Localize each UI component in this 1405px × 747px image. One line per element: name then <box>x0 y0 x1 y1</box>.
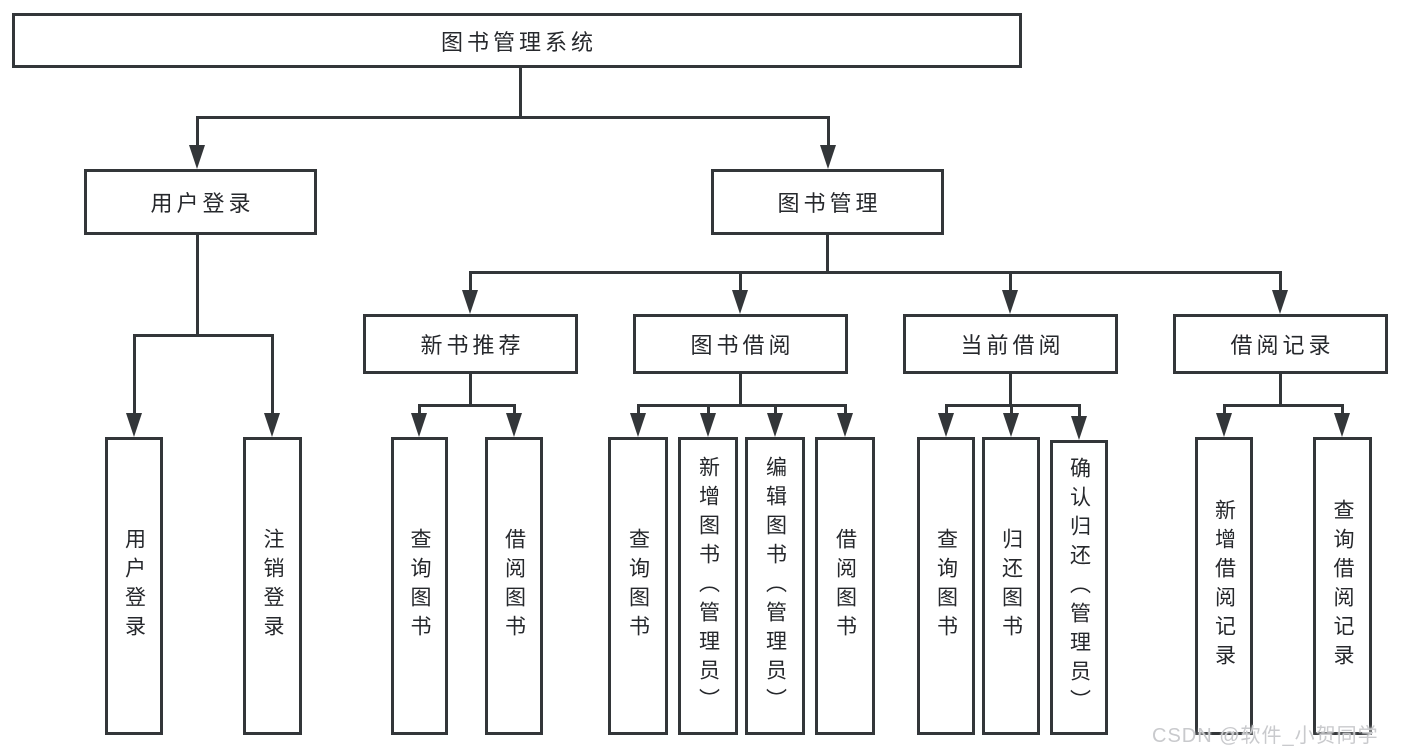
node-label: 新书推荐 <box>420 333 525 358</box>
watermark-csdn: CSDN @软件_小贺同学 <box>1152 725 1379 747</box>
node-label: 图书借阅 <box>690 333 795 358</box>
arrow-down-add-books <box>700 413 716 437</box>
arrow-down-logout <box>264 413 280 437</box>
connector-leaf-stem <box>945 404 948 420</box>
arrow-down-borrow-records <box>1272 290 1288 314</box>
node-label: 查询图书 <box>934 528 958 644</box>
connector-recommend-hline <box>418 404 516 407</box>
node-label: 查询图书 <box>408 528 431 644</box>
connector-leaf-stem <box>1010 404 1013 420</box>
connector-user-login-stem <box>196 116 199 148</box>
connector-leaf-stem <box>1078 404 1081 420</box>
node-label: 查询图书 <box>626 528 650 644</box>
node-borrow-records: 借阅记录 <box>1173 314 1388 374</box>
arrow-down-borrow-borrow <box>837 413 853 437</box>
arrow-down-recommend-query <box>411 413 427 437</box>
arrow-down-current-query <box>938 413 954 437</box>
leaf-recommend-borrow-books: 借阅图书 <box>485 437 543 735</box>
leaf-user-login: 用户登录 <box>105 437 163 735</box>
connector-user-subtree-drop <box>196 235 199 337</box>
arrow-down-confirm-return <box>1071 416 1087 440</box>
connector-leaf-stem <box>707 404 710 420</box>
leaf-edit-books-admin: 编辑图书（管理员） <box>745 437 805 735</box>
connector-book-borrow-hline <box>637 404 847 407</box>
arrow-down-query-record <box>1334 413 1350 437</box>
arrow-down-recommend-borrow <box>506 413 522 437</box>
arrow-down-recommend <box>462 290 478 314</box>
connector-current-borrow-stem <box>1009 271 1012 293</box>
connector-leaf-stem <box>418 404 421 420</box>
arrow-down-book-mgmt <box>820 145 836 169</box>
leaf-add-books-admin: 新增图书（管理员） <box>678 437 738 735</box>
arrow-down-return-books <box>1003 413 1019 437</box>
node-label: 图书管理 <box>777 191 882 216</box>
node-label: 借阅图书 <box>502 528 526 644</box>
leaf-return-books: 归还图书 <box>982 437 1040 735</box>
leaf-borrow-borrow-books: 借阅图书 <box>815 437 875 735</box>
node-current-borrow: 当前借阅 <box>903 314 1118 374</box>
node-label: 图书管理系统 <box>440 29 597 55</box>
connector-logout-stem <box>271 334 274 418</box>
connector-current-drop <box>1009 374 1012 407</box>
leaf-current-query-books: 查询图书 <box>917 437 975 735</box>
connector-level2-hline <box>196 116 830 119</box>
node-label: 用户登录 <box>122 528 146 644</box>
connector-borrow-records-stem <box>1279 271 1282 293</box>
node-label: 注销登录 <box>261 528 284 644</box>
node-label: 借阅图书 <box>833 528 857 644</box>
connector-leaf-stem <box>844 404 847 420</box>
node-book-borrow: 图书借阅 <box>633 314 848 374</box>
leaf-logout: 注销登录 <box>243 437 302 735</box>
arrow-down-user-login-leaf <box>126 413 142 437</box>
connector-leaf-stem <box>1341 404 1344 420</box>
node-book-management: 图书管理 <box>711 169 944 235</box>
leaf-add-borrow-record: 新增借阅记录 <box>1195 437 1253 735</box>
node-label: 新增借阅记录 <box>1212 499 1236 673</box>
node-label: 查询借阅记录 <box>1331 499 1354 673</box>
arrow-down-edit-books <box>767 413 783 437</box>
node-label: 编辑图书（管理员） <box>763 455 787 717</box>
arrow-down-borrow-query <box>630 413 646 437</box>
leaf-confirm-return-admin: 确认归还（管理员） <box>1050 440 1108 735</box>
connector-mgmt-subtree-drop <box>826 235 829 274</box>
leaf-borrow-query-books: 查询图书 <box>608 437 668 735</box>
node-label: 归还图书 <box>999 528 1023 644</box>
arrow-down-book-borrow <box>732 290 748 314</box>
node-label: 当前借阅 <box>960 333 1065 358</box>
connector-current-hline <box>945 404 1081 407</box>
node-label: 用户登录 <box>150 191 255 216</box>
node-library-system: 图书管理系统 <box>12 13 1022 68</box>
connector-leaf-stem <box>774 404 777 420</box>
connector-recommend-stem <box>469 271 472 293</box>
connector-leaf-stem <box>513 404 516 420</box>
connector-user-subtree-hline <box>133 334 274 337</box>
connector-leaf-stem <box>637 404 640 420</box>
leaf-recommend-query-books: 查询图书 <box>391 437 448 735</box>
arrow-down-user-login <box>189 145 205 169</box>
connector-book-borrow-drop <box>739 374 742 407</box>
node-label: 借阅记录 <box>1230 333 1335 358</box>
arrow-down-add-record <box>1216 413 1232 437</box>
node-new-book-recommend: 新书推荐 <box>363 314 578 374</box>
node-label: 新增图书（管理员） <box>696 455 720 717</box>
connector-book-borrow-stem <box>739 271 742 293</box>
connector-leaf-stem <box>1223 404 1226 420</box>
connector-records-drop <box>1279 374 1282 407</box>
connector-user-login-leaf-stem <box>133 334 136 418</box>
connector-book-mgmt-stem <box>827 116 830 148</box>
node-user-login: 用户登录 <box>84 169 317 235</box>
arrow-down-current-borrow <box>1002 290 1018 314</box>
connector-root-drop <box>519 68 522 118</box>
connector-records-hline <box>1223 404 1344 407</box>
connector-recommend-drop <box>469 374 472 407</box>
node-label: 确认归还（管理员） <box>1067 457 1091 718</box>
connector-level3-hline <box>469 271 1282 274</box>
leaf-query-borrow-record: 查询借阅记录 <box>1313 437 1372 735</box>
